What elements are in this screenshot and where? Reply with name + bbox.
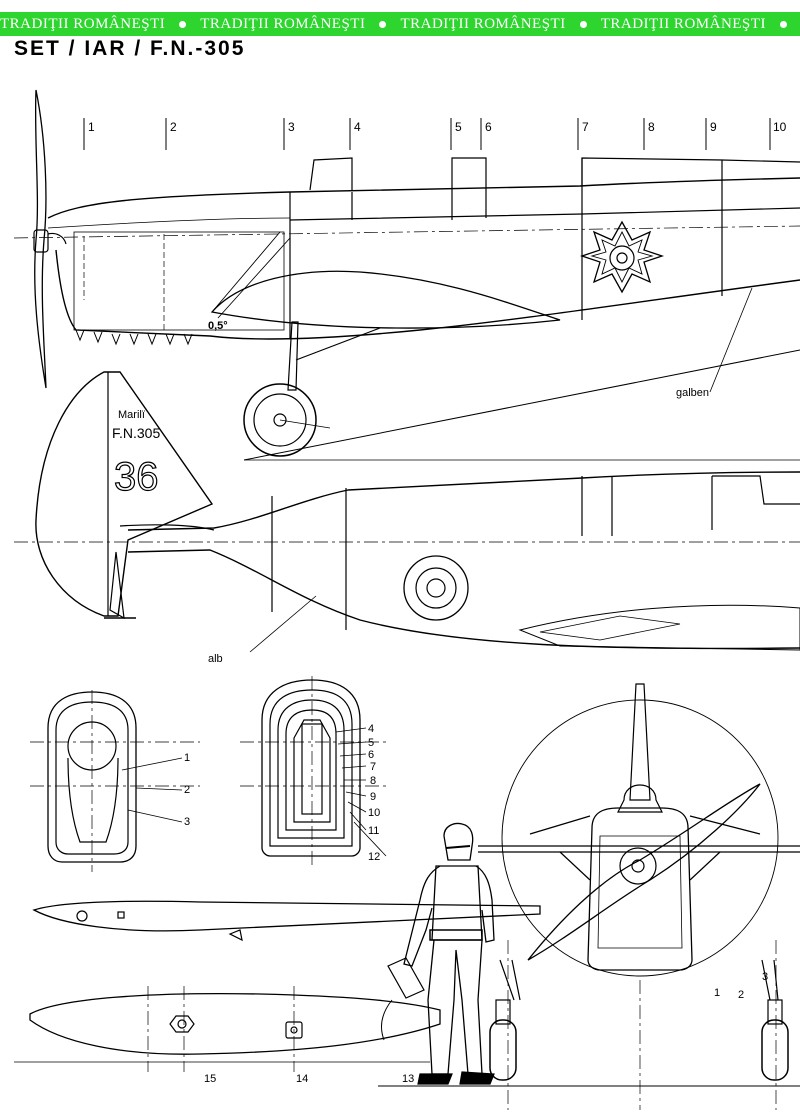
station-label: 7 bbox=[582, 120, 589, 134]
station-label: 5 bbox=[455, 120, 462, 134]
wing-callout: 14 bbox=[296, 1073, 308, 1085]
wing-callout: 15 bbox=[204, 1073, 216, 1085]
tail-text-type: F.N.305 bbox=[112, 425, 160, 441]
banner-item: TRADIŢII ROMÂNEŞTI bbox=[200, 16, 387, 33]
detail-callout: 11 bbox=[368, 825, 379, 837]
station-label: 1 bbox=[88, 120, 95, 134]
color-callout-yellow: galben bbox=[676, 387, 709, 399]
station-markers: 1 2 3 4 5 6 7 8 9 10 bbox=[83, 118, 787, 150]
detail-left: 1 2 3 bbox=[30, 690, 200, 872]
detail-callout: 6 bbox=[368, 749, 374, 761]
bullet-icon bbox=[179, 20, 187, 28]
banner-item: TRADIŢII ROMÂNEŞTI bbox=[0, 16, 187, 33]
wing-sections: 15 14 13 bbox=[14, 900, 541, 1085]
detail-callout: 3 bbox=[184, 816, 190, 828]
bullet-icon bbox=[379, 20, 387, 28]
side-view: 0,5° galben bbox=[13, 89, 800, 461]
bullet-icon bbox=[579, 20, 587, 28]
tail-number: 36 bbox=[114, 455, 159, 499]
detail-callout: 5 bbox=[368, 737, 374, 749]
wing-callout: 13 bbox=[402, 1073, 414, 1085]
banner-item: TRADIŢII ROMÂNEŞTI bbox=[400, 16, 587, 33]
station-label: 9 bbox=[710, 120, 717, 134]
detail-callout: 2 bbox=[184, 784, 190, 796]
tail-text-name: Marilï bbox=[118, 409, 146, 421]
front-callout: 2 bbox=[738, 989, 744, 1001]
angle-label: 0,5° bbox=[208, 320, 228, 332]
banner-item: TRADIŢII ROMÂNEŞTI bbox=[601, 16, 787, 33]
station-label: 2 bbox=[170, 120, 177, 134]
detail-callout: 10 bbox=[368, 807, 380, 819]
station-label: 10 bbox=[773, 120, 787, 134]
header-banner: TRADIŢII ROMÂNEŞTI TRADIŢII ROMÂNEŞTI TR… bbox=[0, 0, 800, 40]
bullet-icon bbox=[779, 20, 787, 28]
station-label: 4 bbox=[354, 120, 361, 134]
detail-right: 4 5 6 7 8 9 10 11 12 bbox=[240, 676, 390, 868]
detail-callout: 4 bbox=[368, 723, 374, 735]
station-label: 8 bbox=[648, 120, 655, 134]
front-callout: 1 bbox=[714, 987, 720, 999]
front-callout: 3 bbox=[762, 971, 768, 983]
detail-callout: 9 bbox=[370, 791, 376, 803]
detail-callout: 12 bbox=[368, 851, 380, 863]
color-callout-white: alb bbox=[208, 653, 223, 665]
page-title: SET / IAR / F.N.-305 bbox=[14, 37, 246, 60]
detail-callout: 1 bbox=[184, 752, 190, 764]
station-label: 3 bbox=[288, 120, 295, 134]
front-view: 1 2 3 bbox=[478, 683, 800, 1110]
banner-strip: TRADIŢII ROMÂNEŞTI TRADIŢII ROMÂNEŞTI TR… bbox=[0, 12, 800, 36]
top-view: Marilï F.N.305 36 alb bbox=[14, 371, 800, 665]
pilot-figure bbox=[378, 822, 800, 1087]
detail-callout: 7 bbox=[370, 761, 376, 773]
detail-callout: 8 bbox=[370, 775, 376, 787]
station-label: 6 bbox=[485, 120, 492, 134]
